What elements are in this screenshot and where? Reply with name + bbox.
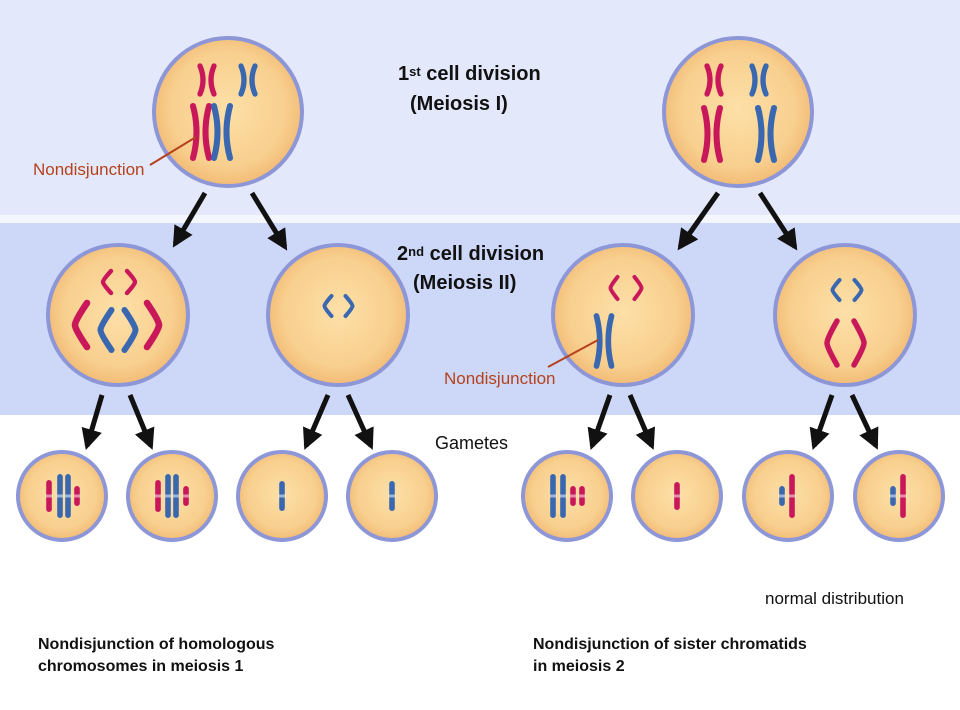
gamete-5 [521,450,613,542]
nondisjunction-pointer-1 [149,136,197,166]
chromatid-red [824,318,840,368]
chromosome-red-small [704,63,724,97]
chromatid-red [45,480,53,512]
chromosome-blue-large [754,104,778,164]
cell-meiosis2-b [266,243,410,387]
cell-meiosis1-right [662,36,814,188]
chromosome-red-large [700,104,724,164]
header-meiosis-2-sub: (Meiosis II) [413,272,517,294]
chromatid-red [71,299,91,351]
normal-distribution-label: normal distribution [765,589,904,608]
chromatid-red [788,474,796,518]
chromosome-blue-nondisjunction [593,313,615,369]
chromatid-red [182,486,190,506]
nondisjunction-label-2: Nondisjunction [444,369,556,388]
chromatid-red [124,268,138,296]
chromosome-blue-small [749,63,769,97]
caption-left: Nondisjunction of homologous chromosomes… [38,636,275,675]
caption-right: Nondisjunction of sister chromatids in m… [533,636,807,675]
chromatid-red [143,299,163,351]
gametes-label: Gametes [435,433,509,453]
chromatid-red [100,268,114,296]
chromatid-blue [97,306,115,354]
chromatid-red [632,275,644,301]
chromosome-blue-small [238,63,258,97]
arrows [81,191,879,451]
chromatid-blue [388,481,396,511]
chromatid-blue [278,481,286,511]
chromatid-blue [830,278,842,302]
gamete-7 [742,450,834,542]
cell-meiosis2-c [551,243,695,387]
header-meiosis-1-sub: (Meiosis I) [410,93,508,115]
header-meiosis-2: 2nd cell division [397,243,545,265]
chromatid-blue [852,278,864,302]
chromatid-red [569,486,577,506]
chromatid-red [673,482,681,510]
cell-meiosis2-a [46,243,190,387]
chromatid-red [899,474,907,518]
chromatid-red [608,275,620,301]
cells [16,36,945,542]
chromatid-blue [559,474,567,518]
gamete-8 [853,450,945,542]
chromatid-blue [322,294,334,318]
chromatid-blue [549,474,557,518]
chromatid-blue [164,474,172,518]
chromosome-red-large [189,102,213,162]
chromatid-blue [172,474,180,518]
chromatid-blue [778,486,786,506]
chromatid-blue [121,306,139,354]
chromatid-red [851,318,867,368]
chromatid-blue [64,474,72,518]
chromatid-blue [889,486,897,506]
chromatid-blue [56,474,64,518]
chromatid-red [154,480,162,512]
gamete-2 [126,450,218,542]
chromatid-red [578,486,586,506]
chromosome-blue-large [210,102,234,162]
header-meiosis-1: 1st cell division [398,63,541,85]
nondisjunction-label-1: Nondisjunction [33,160,145,179]
chromatid-blue [343,294,355,318]
chromosome-red-small [197,63,217,97]
chromatid-red [73,486,81,506]
chromosomes [45,63,907,518]
cell-meiosis2-d [773,243,917,387]
nondisjunction-pointer-2 [547,339,599,368]
